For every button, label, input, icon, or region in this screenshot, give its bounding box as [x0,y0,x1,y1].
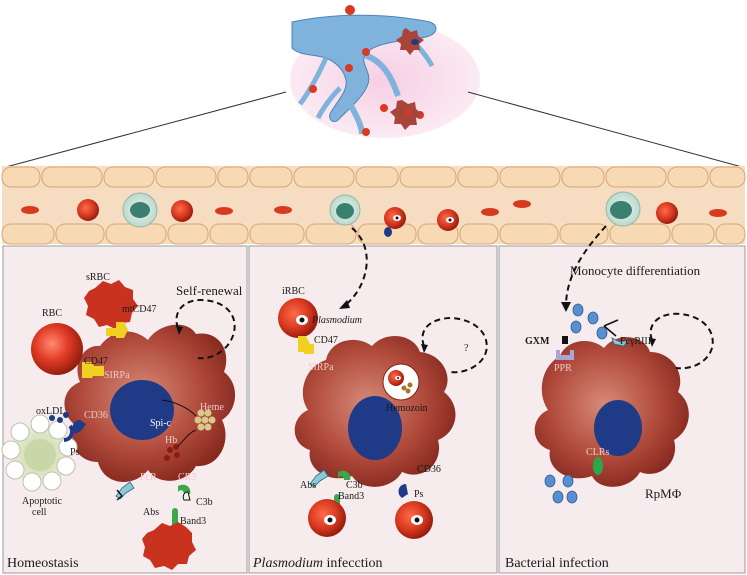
spleen-illustration [290,5,480,138]
label-rbc: RBC [42,308,62,319]
label-cd47: CD47 [84,356,108,367]
srbc-cell [84,280,138,329]
label-fcgriii: FcγRIII [620,336,651,347]
bottom-rbc [142,522,196,570]
caption-bacterial: Bacterial infection [505,556,609,571]
caption-plasmodium: Plasmodium infecction [252,556,382,571]
label-cd36-middle: CD36 [417,464,441,475]
self-renewal-arrow-right [649,312,714,370]
label-band3-middle: Band3 [338,491,364,502]
label-ps-middle: Ps [414,489,424,500]
label-mtcd47: mtCD47 [122,304,156,315]
migration-arrow-middle [343,227,368,307]
label-hb: Hb [165,435,177,446]
bacterial-panel: Monocyte differentiation GXM FcγRIII PPR… [505,225,714,571]
self-renewal-arrow [175,298,236,360]
label-heme: Heme [200,402,224,413]
apoptotic-cell [1,414,78,492]
rbc-cell [31,323,83,375]
label-rpm: RpMΦ [645,486,682,501]
label-band3: Band3 [180,516,206,527]
label-cd47-middle: CD47 [314,335,338,346]
label-spic: Spi-c [150,418,172,429]
label-irbc: iRBC [282,286,305,297]
zoom-line-left [5,91,287,168]
self-renewal-arrow-middle [421,316,488,374]
label-abs-middle: Abs [300,480,316,491]
label-c3b-middle: C3b [346,480,363,491]
label-sirpa-middle: SIRPa [308,362,334,373]
label-oxldl: oxLDL [36,406,65,417]
label-cr3: CR3 [178,472,196,483]
label-self-renewal: Self-renewal [176,283,243,298]
label-clrs: CLRs [586,447,609,458]
zoom-line-right [467,91,743,168]
label-monocyte-differentiation: Monocyte differentiation [570,263,701,278]
label-cd36: CD36 [84,410,108,421]
blood-vessel [1,166,746,245]
label-c3b: C3b [196,497,213,508]
nucleus-middle [348,396,402,460]
label-question: ? [464,343,469,354]
label-fcr: FcR [140,472,157,483]
nucleus-left [110,380,174,440]
migration-arrow-right [565,225,607,307]
label-sirpa: SIRPa [104,370,130,381]
homeostasis-panel: sRBC mtCD47 Self-renewal RBC CD47 SIRPa … [1,272,243,571]
nucleus-right [594,400,642,456]
label-apoptotic-cell: cell [32,507,47,518]
label-plasmodium-parasite: Plasmodium [311,315,362,326]
heme-cluster [194,409,216,431]
label-hemozoin: Hemozoin [386,403,428,414]
plasmodium-panel: iRBC Plasmodium CD47 ? SIRPa Hemozoin CD… [252,227,488,571]
label-ppr: PPR [554,363,572,374]
label-srbc: sRBC [86,272,110,283]
label-abs: Abs [143,507,159,518]
label-gxm: GXM [525,336,550,347]
label-ps: Ps [70,447,80,458]
label-apoptotic: Apoptotic [22,496,63,507]
caption-homeostasis: Homeostasis [7,556,79,571]
